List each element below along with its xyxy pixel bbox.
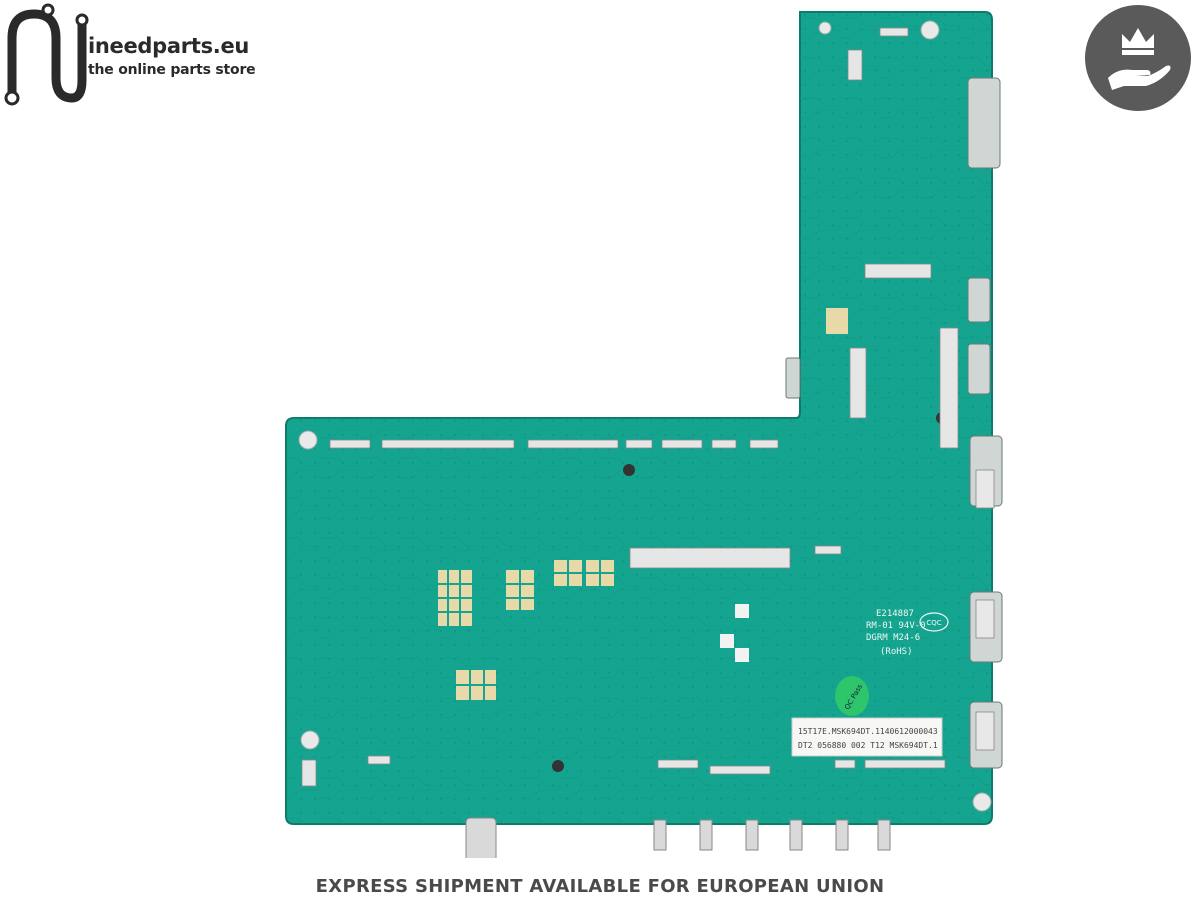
shipping-caption: EXPRESS SHIPMENT AVAILABLE FOR EUROPEAN … (315, 876, 885, 897)
cqc-mark: CQC (926, 619, 941, 627)
ul-code: E214887 (876, 609, 914, 619)
brand-tagline: the online parts store (88, 62, 256, 78)
brand-name: ineedparts.eu (88, 34, 250, 58)
brand[interactable]: ineedparts.eu the online parts store (88, 34, 256, 78)
sticker-line-2: DT2 056880 002 T12 MSK694DT.1 (798, 741, 938, 750)
pcb-board: QC Pass 15T17E.MSK694DT.1140612000043 DT… (285, 11, 1003, 858)
board-dgrm: DGRM M24-6 (866, 633, 920, 643)
board-rating: RM-01 94V-0 (866, 621, 926, 631)
board-rohs: (RoHS) (880, 647, 913, 657)
crown-hand-icon (1085, 5, 1191, 111)
sticker-line-1: 15T17E.MSK694DT.1140612000043 (798, 727, 938, 736)
logo-icon[interactable] (0, 0, 290, 115)
